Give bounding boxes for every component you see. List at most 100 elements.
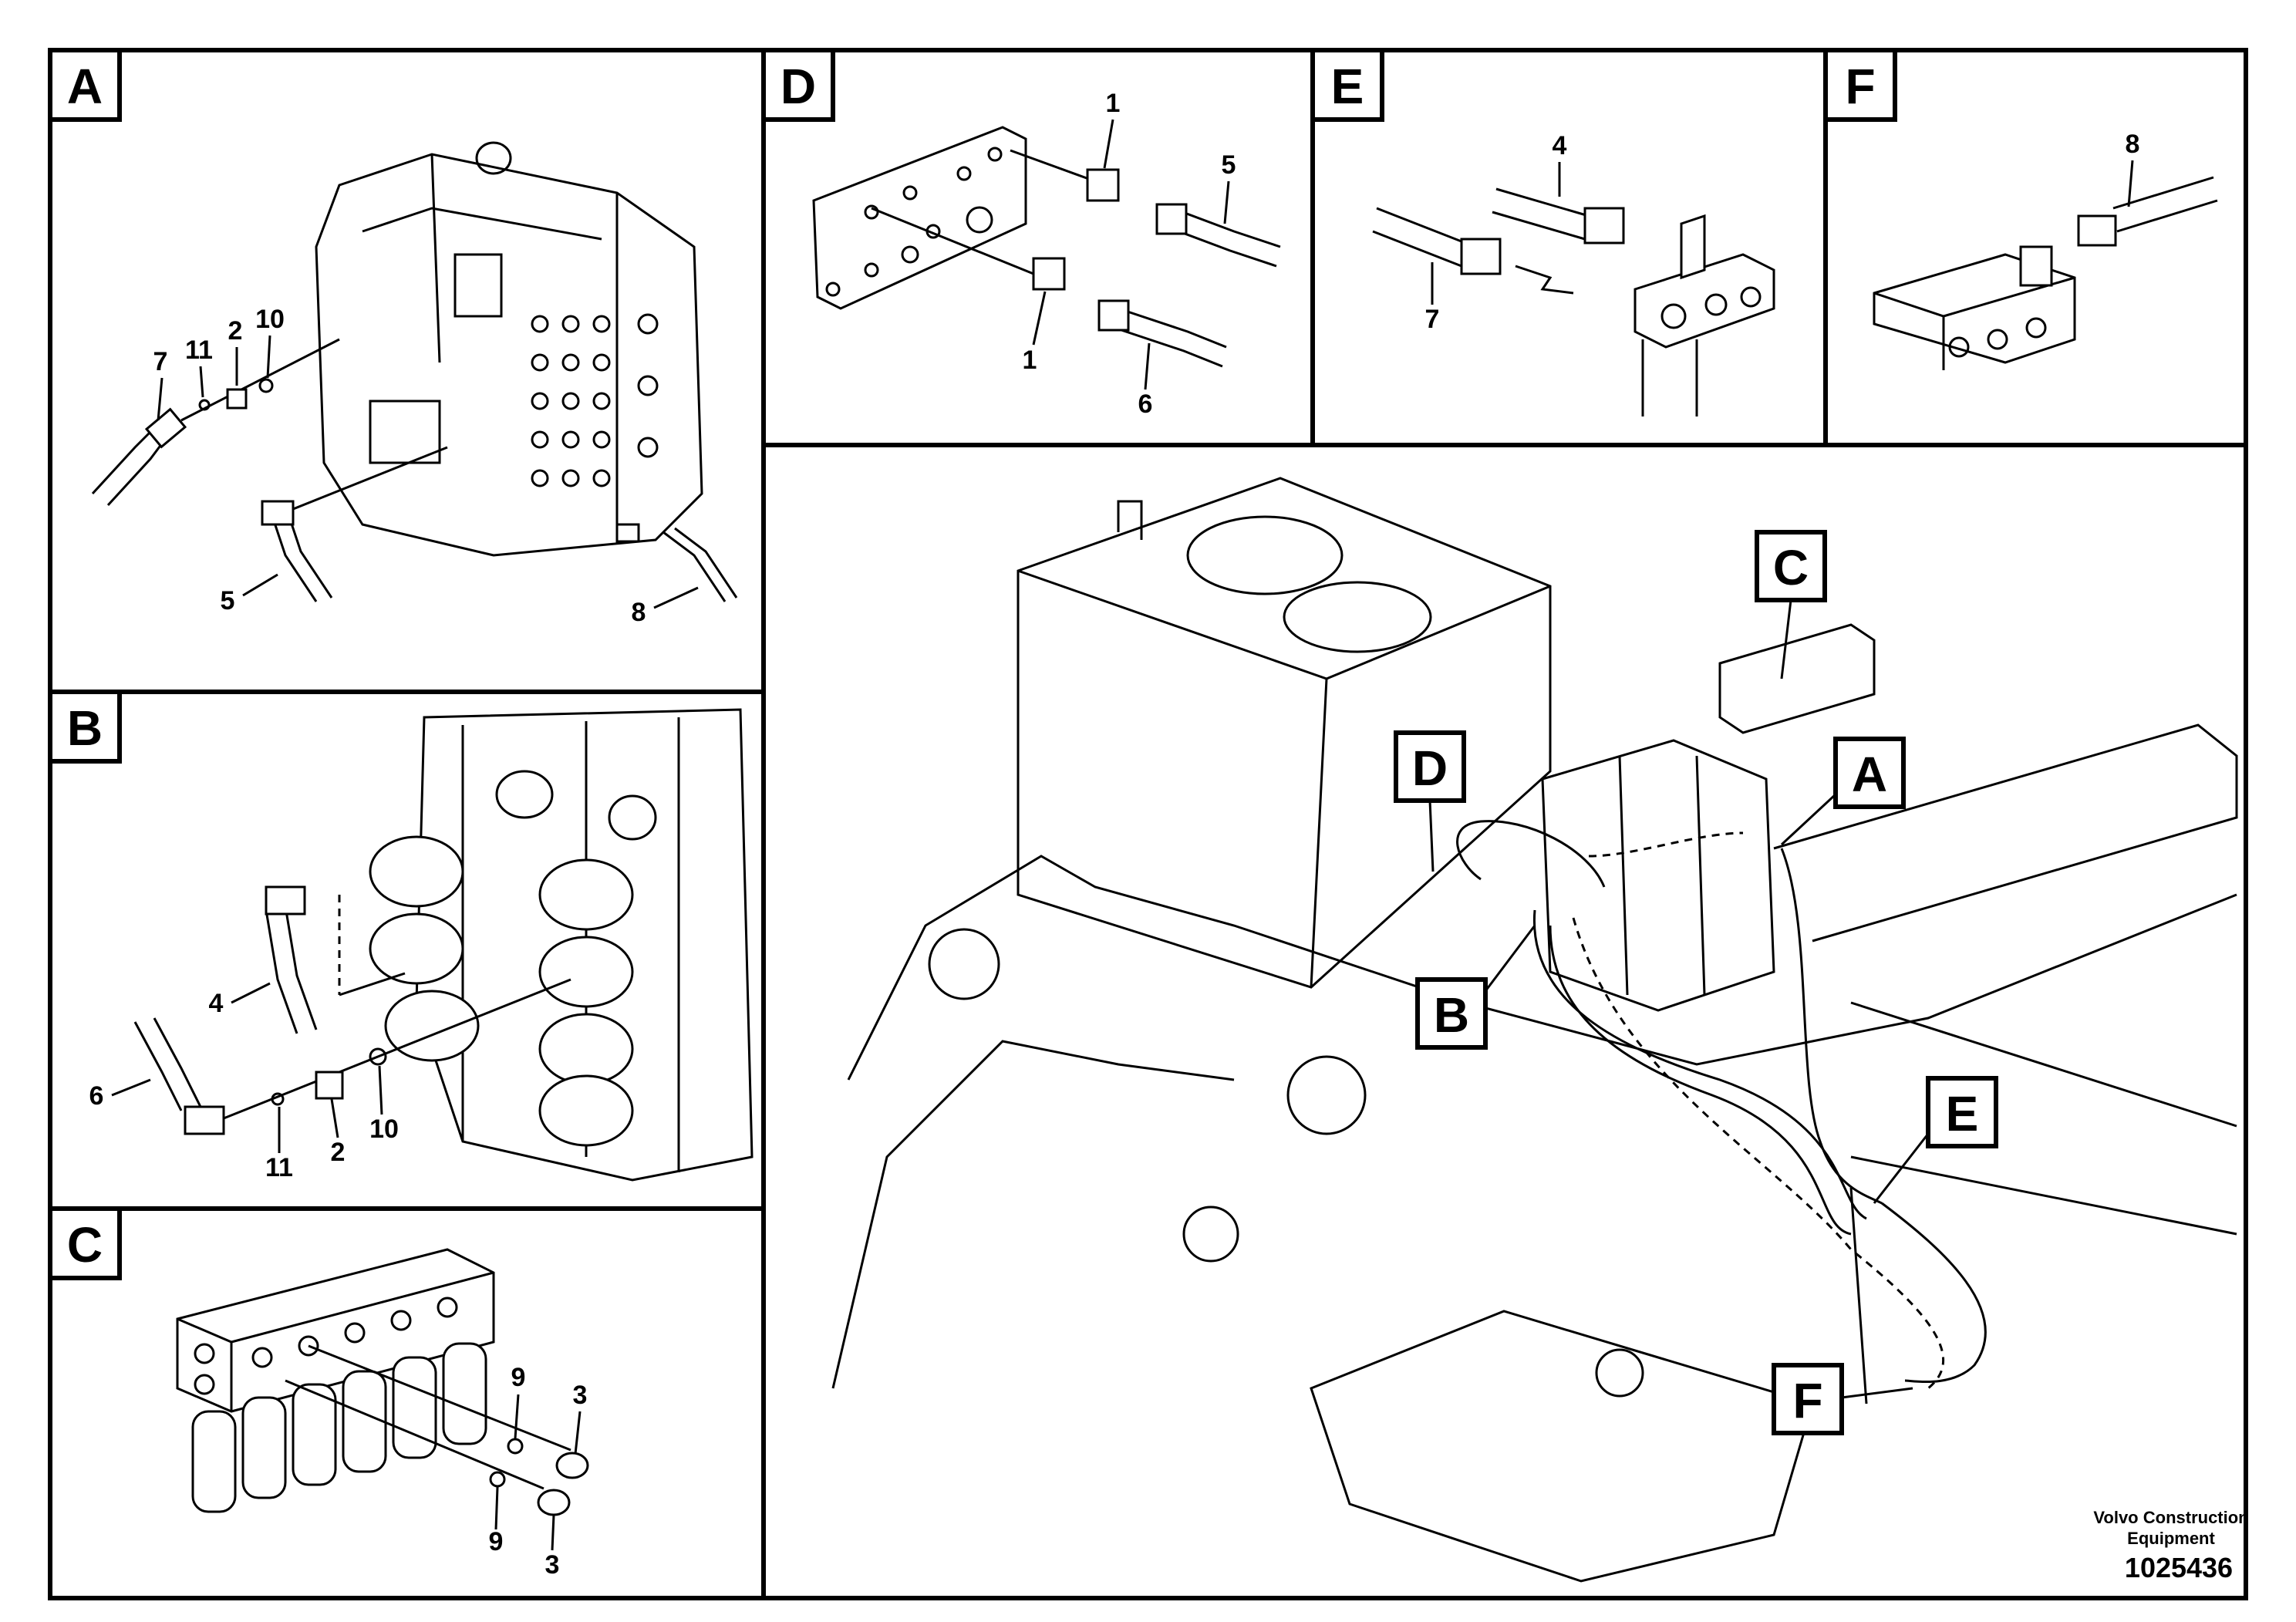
hose-to-d <box>1456 820 1606 888</box>
panel-f-label: F <box>1845 59 1875 114</box>
break-symbol-e <box>1515 265 1574 295</box>
control-valve-drawing-a <box>315 141 703 557</box>
callout-3-c-lower: 3 <box>545 1550 560 1580</box>
machine-frame-drawing <box>831 723 2238 1583</box>
port-pattern-a <box>531 313 659 487</box>
plug-3-lower <box>537 1489 571 1516</box>
callout-5-d: 5 <box>1222 150 1236 180</box>
marker-d: D <box>1394 730 1466 872</box>
plug-3-upper <box>555 1452 589 1479</box>
brand-line-1: Volvo Construction <box>2093 1508 2248 1527</box>
panel-a-tag <box>48 48 122 122</box>
callout-4-e: 4 <box>1553 131 1567 160</box>
panel-c-tag <box>48 1206 122 1280</box>
callout-5-a: 5 <box>221 586 235 615</box>
callout-6-d: 6 <box>1138 389 1153 419</box>
panel-c-label: C <box>67 1217 103 1273</box>
brand-line-2: Equipment <box>2127 1529 2215 1548</box>
manifold-overview <box>1718 623 1876 734</box>
dashed-hose-route <box>1572 917 1944 1390</box>
svg-text:B: B <box>1434 987 1469 1043</box>
fitting-e-4 <box>1583 207 1625 244</box>
o-ring-9-upper <box>507 1438 524 1455</box>
callout-2-b: 2 <box>331 1138 346 1167</box>
panel-a-label: A <box>67 59 103 114</box>
callout-1-d-upper: 1 <box>1106 89 1121 118</box>
panel-c: C 9 3 9 3 <box>48 1206 766 1600</box>
fitting-f-8 <box>2077 214 2117 247</box>
hose-8-a <box>663 531 727 602</box>
hose-5-d <box>1172 207 1281 248</box>
fitting-e-7 <box>1460 238 1502 275</box>
hose-e-to-f <box>1881 1202 1987 1384</box>
fitting-d-6 <box>1097 299 1130 332</box>
callout-11-a: 11 <box>185 336 213 365</box>
callout-10-a: 10 <box>255 305 285 334</box>
svg-text:E: E <box>1946 1086 1979 1141</box>
panel-d-tag <box>761 48 835 122</box>
callout-11-b: 11 <box>265 1153 293 1182</box>
fitting-a-8 <box>615 523 640 543</box>
callout-7-e: 7 <box>1425 305 1440 334</box>
overview-panel: C D A B E F Volvo Constructi <box>761 443 2249 1600</box>
marker-e: E <box>1873 1076 1998 1204</box>
marker-c: C <box>1755 530 1827 679</box>
hose-7-a <box>91 430 152 495</box>
panel-e-tag <box>1310 48 1384 122</box>
document-number: 1025436 <box>2125 1552 2233 1583</box>
control-valve-overview <box>1541 739 1775 1012</box>
adapter-2-b <box>315 1071 344 1100</box>
callout-2-a: 2 <box>228 316 243 346</box>
fitting-b-4 <box>265 885 306 916</box>
panel-d: D 1 5 1 6 <box>761 48 1315 447</box>
o-ring-11-b <box>271 1092 285 1106</box>
o-ring-11-a <box>198 399 211 411</box>
svg-text:C: C <box>1773 540 1809 595</box>
callout-4-b: 4 <box>209 989 224 1018</box>
hose-6-b <box>133 1021 183 1111</box>
callout-10-b: 10 <box>369 1114 399 1144</box>
hose-a-to-e <box>1780 848 1883 1205</box>
callout-1-d-lower: 1 <box>1023 346 1037 375</box>
elbow-fitting-a-5 <box>261 500 295 526</box>
mounting-plate-drawing-d <box>812 126 1027 310</box>
o-ring-10-b <box>369 1047 387 1066</box>
callout-7-a: 7 <box>153 347 168 376</box>
bracket-drawing-e <box>1633 214 1775 416</box>
panel-b-tag <box>48 690 122 764</box>
hydraulic-tank-drawing <box>1017 477 1552 989</box>
marker-a: A <box>1780 737 1906 846</box>
hose-6-d <box>1118 307 1227 349</box>
panel-f: F 8 <box>1823 48 2248 447</box>
fitting-a-7 <box>144 407 187 449</box>
panel-d-label: D <box>781 59 816 114</box>
fitting-d-5 <box>1155 203 1188 235</box>
hose-4-b <box>265 909 298 1034</box>
marker-b: B <box>1415 925 1536 1050</box>
marker-f: F <box>1772 1363 1913 1435</box>
o-ring-9-lower <box>489 1471 506 1488</box>
elbow-fitting-b-6 <box>184 1105 225 1135</box>
adapter-2-a <box>226 388 248 410</box>
control-valve-drawing-b <box>369 708 754 1182</box>
svg-text:D: D <box>1412 740 1448 796</box>
callout-9-c-upper: 9 <box>511 1363 526 1392</box>
panel-b-label: B <box>67 700 103 756</box>
panel-a: A <box>48 48 766 694</box>
hose-4-e <box>1495 187 1590 218</box>
svg-text:F: F <box>1792 1373 1822 1428</box>
overview-frame <box>761 443 2248 1600</box>
hose-7-e <box>1376 207 1466 244</box>
panel-e: E 4 7 <box>1310 48 1828 447</box>
manifold-block-drawing-c <box>176 1248 495 1513</box>
panel-e-label: E <box>1331 59 1364 114</box>
callout-9-c-lower: 9 <box>489 1527 504 1556</box>
svg-text:A: A <box>1852 747 1887 802</box>
panel-f-tag <box>1823 48 1897 122</box>
callout-8-a: 8 <box>632 598 646 627</box>
manifold-drawing-f <box>1873 245 2076 370</box>
callout-8-f: 8 <box>2126 130 2140 159</box>
adapter-1-upper <box>1086 168 1120 202</box>
callout-6-b: 6 <box>89 1081 104 1111</box>
